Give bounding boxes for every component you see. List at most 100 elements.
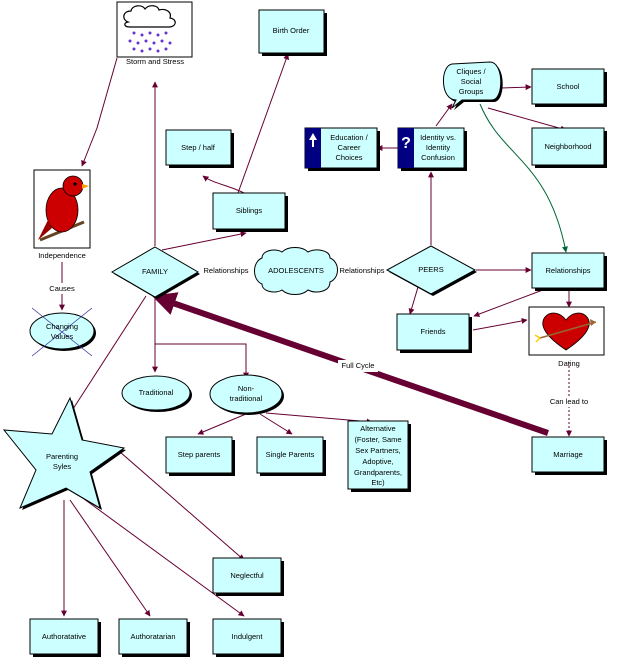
- node-adolescents: ADOLESCENTS: [254, 247, 338, 295]
- edge-parenting-authoratarian: [69, 499, 151, 617]
- authoratarian-label: Authoratarian: [130, 632, 175, 641]
- edge-parenting-neglectful: [119, 451, 245, 561]
- edge-labels: Relationships Relationships Causes Full …: [48, 266, 591, 407]
- adolescents-cloud: [254, 247, 338, 295]
- node-changing-values: Changing Values: [29, 307, 96, 357]
- node-authoratative: Authoratative: [29, 618, 101, 657]
- alternative-line-1: Alternative: [360, 424, 395, 433]
- adolescents-label: ADOLESCENTS: [268, 266, 324, 275]
- node-step-half: Step / half: [165, 129, 234, 168]
- edge-friends-dating: [472, 318, 528, 331]
- friends-label: Friends: [420, 327, 445, 336]
- edge-siblings-birth-order: [237, 53, 289, 194]
- node-storm-and-stress: Storm and Stress: [116, 1, 193, 66]
- edge-label-causes: Causes: [49, 284, 75, 293]
- neighborhood-label: Neighborhood: [544, 142, 591, 151]
- edge-label-full-cycle: Full Cycle: [342, 361, 375, 370]
- marriage-label: Marriage: [553, 450, 583, 459]
- node-indulgent: Indulgent: [212, 618, 284, 657]
- alternative-line-6: Etc): [371, 478, 385, 487]
- edge-label-can-lead-to: Can lead to: [550, 397, 588, 406]
- node-peers: PEERS: [385, 245, 477, 296]
- identity-line-1: Identity vs.: [420, 133, 456, 142]
- node-marriage: Marriage: [531, 436, 607, 475]
- school-label: School: [557, 82, 580, 91]
- parenting-line-2: Syles: [53, 462, 72, 471]
- storm-cloud-icon: [123, 5, 176, 53]
- edge-family-siblings: [161, 231, 247, 251]
- dating-label: Dating: [558, 359, 580, 368]
- non-traditional-line-1: Non-: [238, 384, 255, 393]
- peers-diamond: [385, 245, 477, 295]
- node-siblings: Siblings: [212, 192, 288, 232]
- cliques-line-3: Groups: [459, 87, 484, 96]
- edge-family-nontraditional: [155, 343, 249, 379]
- changing-values-line-2: Values: [51, 332, 74, 341]
- cliques-line-2: Social: [461, 77, 482, 86]
- alternative-line-4: Adoptive,: [362, 457, 393, 466]
- identity-line-2: Identity: [426, 143, 450, 152]
- education-line-3: Choices: [335, 153, 362, 162]
- non-traditional-line-2: traditional: [230, 394, 263, 403]
- edge-cliques-relationships: [479, 103, 568, 253]
- alternative-line-2: (Foster, Same: [354, 435, 401, 444]
- indulgent-label: Indulgent: [232, 632, 264, 641]
- cliques-line-1: Cliques /: [456, 67, 486, 76]
- education-line-1: Education /: [330, 133, 368, 142]
- parenting-star: [2, 396, 126, 510]
- edge-family-parenting: [61, 295, 147, 427]
- node-non-traditional: Non- traditional: [209, 374, 284, 415]
- traditional-label: Traditional: [139, 388, 174, 397]
- node-relationships: Relationships: [531, 252, 607, 291]
- neglectful-label: Neglectful: [230, 571, 264, 580]
- siblings-label: Siblings: [236, 206, 263, 215]
- changing-values-ellipse: [29, 312, 95, 350]
- birth-order-label: Birth Order: [273, 26, 310, 35]
- heart-with-arrow-icon: [534, 312, 597, 351]
- speech-bubble-shape: [443, 61, 502, 109]
- question-mark-icon: [398, 128, 414, 168]
- parenting-line-1: Parenting: [46, 452, 78, 461]
- education-line-2: Career: [338, 143, 361, 152]
- node-cliques: Cliques / Social Groups: [443, 61, 503, 110]
- node-dating: Dating: [528, 306, 605, 368]
- relationships-label: Relationships: [545, 266, 590, 275]
- storm-label: Storm and Stress: [126, 57, 184, 66]
- changing-values-line-1: Changing: [46, 322, 78, 331]
- single-parents-label: Single Parents: [266, 450, 315, 459]
- edge-peers-friends: [408, 286, 419, 315]
- edge-nontrad-single-parents: [259, 413, 293, 435]
- red-bird-icon: [38, 175, 89, 242]
- alternative-line-5: Grandparents,: [354, 468, 402, 477]
- node-neighborhood: Neighborhood: [531, 127, 607, 168]
- node-independence: Independence: [33, 169, 91, 260]
- edge-relationships-friends: [473, 287, 549, 317]
- edge-cliques-school: [499, 84, 532, 91]
- node-birth-order: Birth Order: [258, 9, 327, 56]
- up-arrow-icon: [305, 128, 321, 168]
- alternative-line-3: Sex Partners,: [355, 446, 400, 455]
- node-education: Education / Career Choices: [304, 127, 380, 171]
- node-neglectful: Neglectful: [212, 557, 284, 596]
- edge-identity-cliques: [435, 103, 453, 127]
- edge-parenting-indulgent: [79, 495, 245, 617]
- node-step-parents: Step parents: [165, 436, 235, 476]
- edge-siblings-step-half: [202, 175, 247, 195]
- node-family: FAMILY: [111, 246, 200, 299]
- edge-label-family-adolescents: Relationships: [203, 266, 248, 275]
- family-diamond: [111, 246, 199, 298]
- node-identity: ? Identity vs. Identity Confusion: [397, 127, 467, 171]
- step-parents-label: Step parents: [178, 450, 221, 459]
- node-school: School: [531, 68, 607, 107]
- node-friends: Friends: [396, 313, 472, 353]
- identity-line-3: Confusion: [421, 153, 455, 162]
- authoratative-label: Authoratative: [42, 632, 86, 641]
- node-parenting-styles: Parenting Syles: [2, 396, 126, 510]
- svg-text:?: ?: [401, 135, 411, 152]
- node-authoratarian: Authoratarian: [118, 618, 190, 657]
- node-traditional: Traditional: [121, 375, 192, 412]
- family-label: FAMILY: [142, 267, 168, 276]
- independence-label: Independence: [38, 251, 86, 260]
- peers-label: PEERS: [418, 265, 443, 274]
- edge-storm-independence: [81, 57, 118, 167]
